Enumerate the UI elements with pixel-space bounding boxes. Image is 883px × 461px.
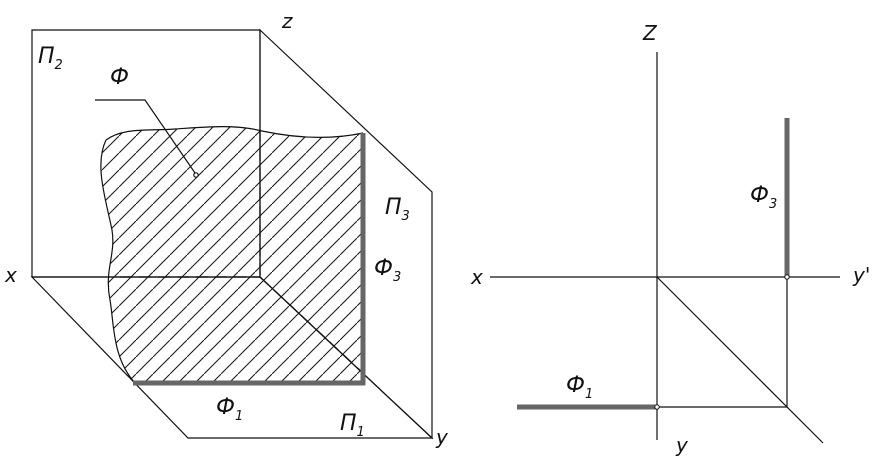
- trace-phi3-left-sub: 3: [393, 270, 401, 285]
- trace-phi3-right-sub: 3: [769, 197, 777, 212]
- axis-y-right-label: y: [675, 433, 689, 457]
- plane-phi-outline: [100, 126, 364, 384]
- axis-z-label: z: [281, 9, 293, 33]
- trace-phi3-left-label: Ф3: [374, 256, 401, 285]
- trace-phi1-right-main: Ф: [566, 373, 585, 398]
- trace-phi3-right-label: Ф3: [750, 183, 777, 212]
- orthographic-view: Z x y' y Ф3 Ф1: [470, 21, 870, 457]
- axis-y-label: y: [435, 425, 449, 449]
- plane-phi-hatching: [100, 126, 363, 383]
- trace-phi1-left-main: Ф: [216, 395, 235, 420]
- axis-x-right-label: x: [470, 265, 483, 289]
- trace-phi3-foot-point: [784, 274, 790, 280]
- plane-pi3-label: П3: [385, 195, 410, 224]
- trace-phi1-right-sub: 1: [585, 387, 593, 402]
- plane-pi3-main: П: [385, 195, 402, 220]
- plane-pi2-label: П2: [38, 44, 63, 73]
- axis-x-label: x: [4, 263, 17, 287]
- diagonal-line: [656, 276, 824, 444]
- trace-phi1-left-sub: 1: [235, 409, 243, 424]
- plane-pi2-sub: 2: [55, 58, 63, 73]
- axonometric-view: z x y П2 П3 П1 Ф Ф3 Ф1: [4, 9, 449, 449]
- plane-pi1-sub: 1: [357, 425, 365, 440]
- plane-pi2-main: П: [38, 44, 55, 69]
- axis-z-upper-label: Z: [642, 21, 658, 45]
- plane-pi1-main: П: [340, 411, 357, 436]
- trace-phi1-right-label: Ф1: [566, 373, 593, 402]
- trace-phi1-left-label: Ф1: [216, 395, 243, 424]
- plane-pi1-label: П1: [340, 411, 365, 440]
- trace-phi1-foot-point: [654, 404, 660, 410]
- trace-phi3-right-main: Ф: [750, 183, 769, 208]
- trace-phi3-left-main: Ф: [374, 256, 393, 281]
- plane-phi-label: Ф: [110, 65, 129, 90]
- phi-leader-line: [95, 99, 196, 174]
- axis-y-prime-label: y': [852, 263, 870, 287]
- phi-point-marker: [193, 172, 199, 178]
- plane-pi3-sub: 3: [402, 209, 410, 224]
